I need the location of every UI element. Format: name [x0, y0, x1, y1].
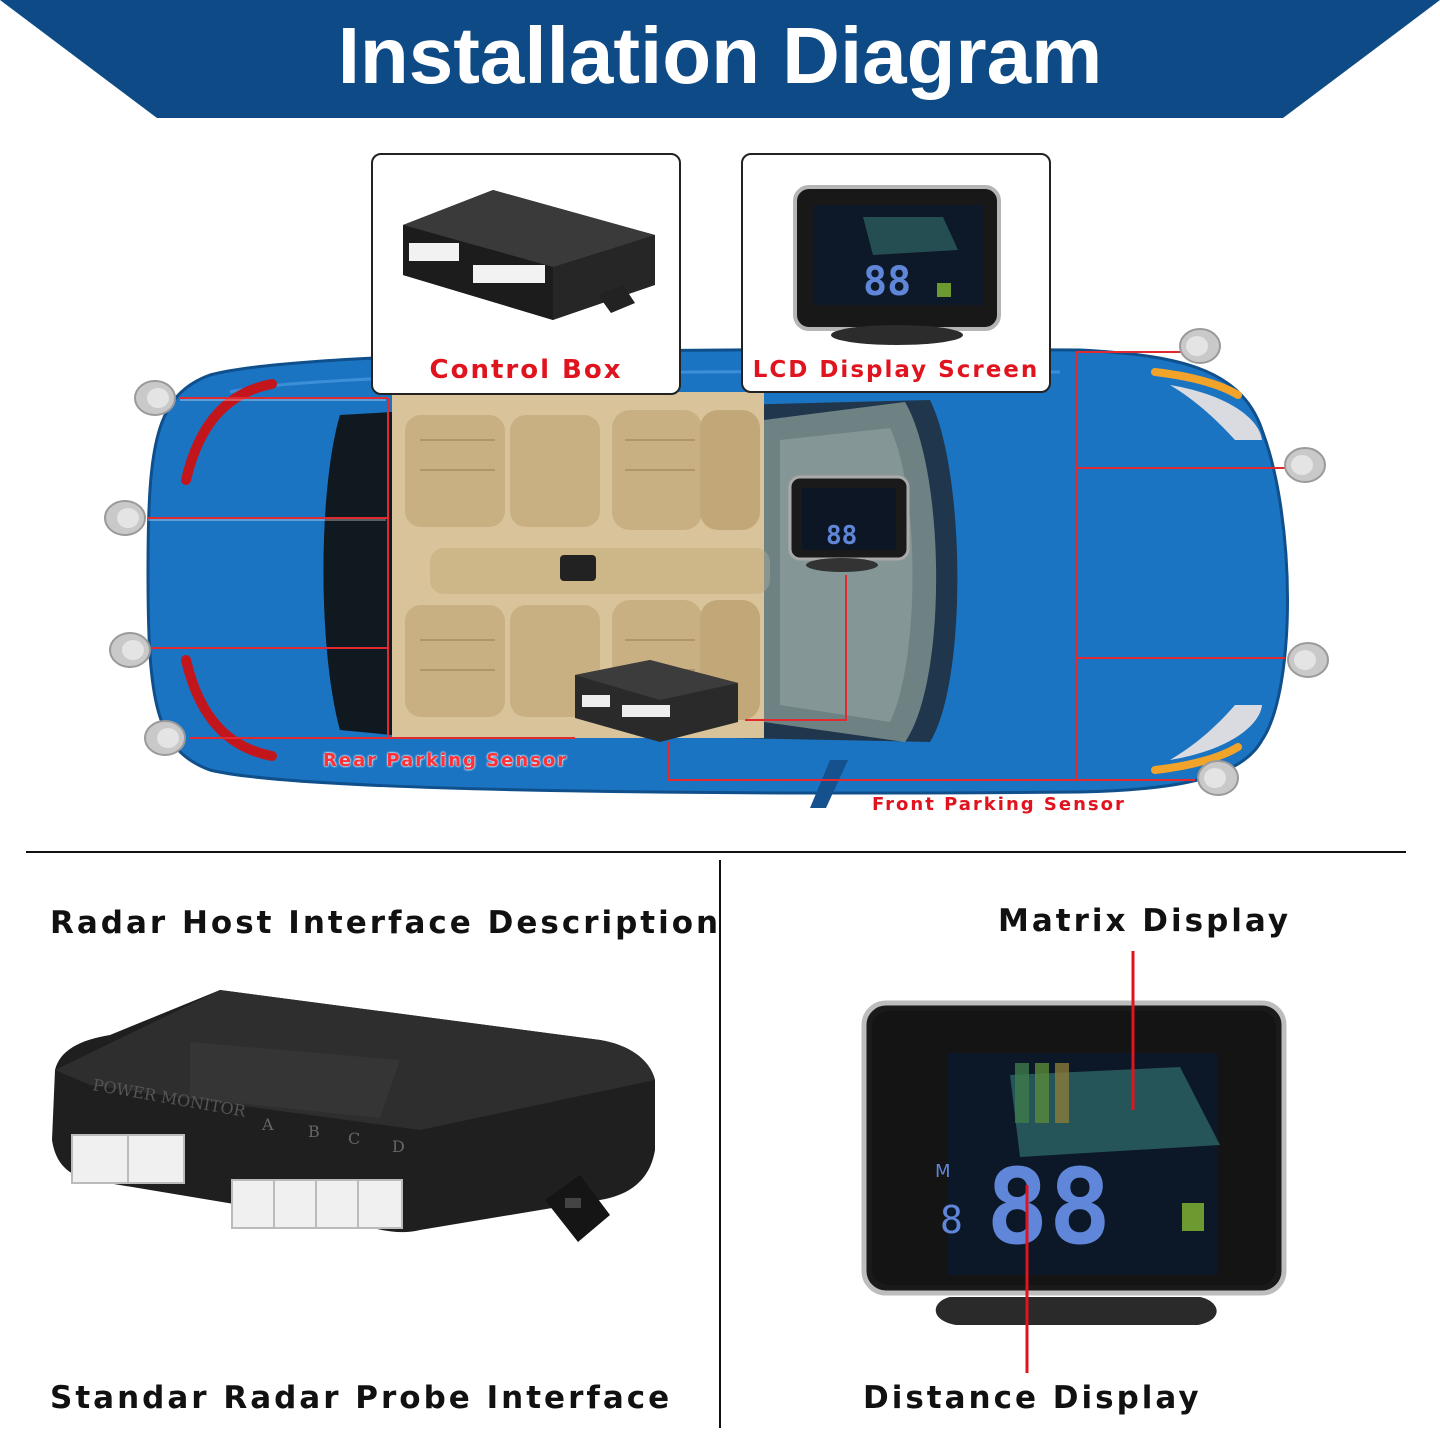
lcd-screen-label: LCD Display Screen — [752, 357, 1040, 383]
lcd-unit: M — [935, 1161, 951, 1182]
radar-probe-caption: Standar Radar Probe Interface — [50, 1380, 673, 1416]
front-sensor-label: Front Parking Sensor — [872, 794, 1126, 815]
lcd-screen-callout: 88 LCD Display Screen — [741, 153, 1051, 393]
sensor-wiring — [148, 351, 1285, 781]
matrix-bars — [1015, 1063, 1069, 1123]
dash-lcd-display: 88 — [788, 475, 910, 572]
distance-display-caption: Distance Display — [863, 1380, 1202, 1416]
port-letter-c: C — [348, 1129, 360, 1148]
port-letter-d: D — [392, 1137, 405, 1156]
lcd-distance-digits: 88 — [986, 1146, 1111, 1268]
svg-text:88: 88 — [863, 259, 911, 305]
rear-sensors — [104, 380, 186, 756]
large-lcd-image: 8 M 88 — [861, 951, 1287, 1373]
control-box-image — [403, 190, 655, 320]
port-letter-b: B — [308, 1122, 320, 1141]
radar-host-image: POWER MONITOR A B C D — [52, 990, 655, 1242]
radar-host-title: Radar Host Interface Description — [50, 905, 722, 941]
svg-text:88: 88 — [826, 521, 857, 551]
lcd-small-digit: 8 — [940, 1198, 963, 1242]
matrix-display-title: Matrix Display — [998, 903, 1292, 939]
header-banner — [0, 0, 1440, 118]
car-diagram: 88 — [104, 328, 1329, 808]
floor-control-box — [575, 660, 738, 742]
port-letter-a: A — [261, 1115, 274, 1134]
control-box-callout: Control Box — [371, 153, 681, 395]
front-sensors — [1179, 328, 1329, 796]
rear-sensor-label: Rear Parking Sensor — [323, 750, 569, 771]
control-box-label: Control Box — [429, 355, 623, 385]
page-title: Installation Diagram — [337, 11, 1103, 100]
lcd-screen-image: 88 — [793, 185, 1001, 345]
